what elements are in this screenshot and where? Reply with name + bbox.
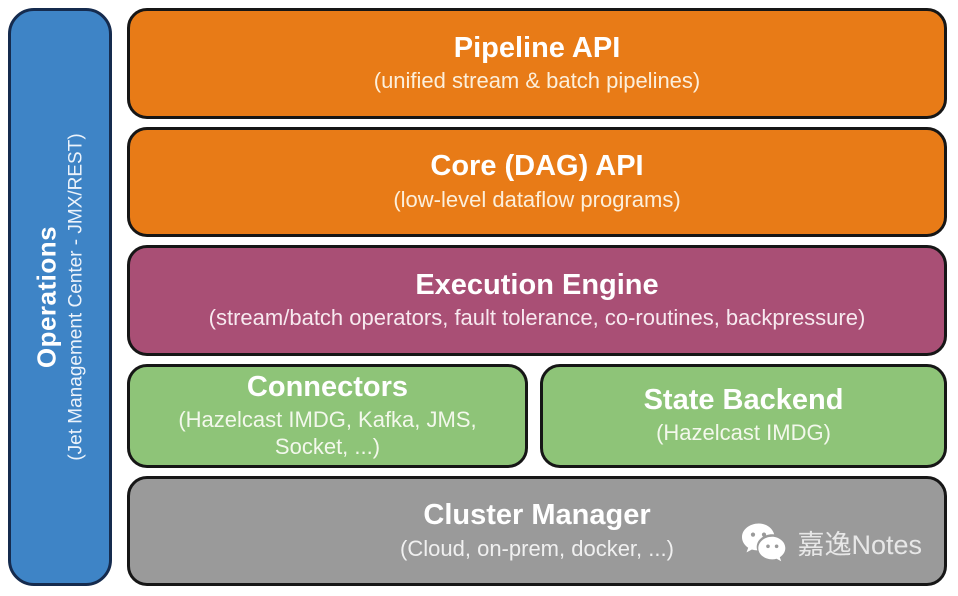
wechat-icon — [740, 522, 788, 563]
layer-subtitle: (low-level dataflow programs) — [393, 186, 681, 212]
layer-subtitle: (stream/batch operators, fault tolerance… — [208, 305, 866, 330]
layer-cluster-manager: Cluster Manager (Cloud, on-prem, docker,… — [127, 475, 947, 586]
operations-sidebar: Operations (Jet Management Center - JMX/… — [8, 8, 112, 586]
watermark-label: 嘉逸Notes — [797, 530, 922, 560]
layer-row-storage: Connectors (Hazelcast IMDG, Kafka, JMS, … — [127, 363, 947, 468]
layer-subtitle: (Cloud, on-prem, docker, ...) — [400, 535, 674, 561]
layer-execution-engine: Execution Engine (stream/batch operators… — [127, 245, 947, 356]
layer-core-dag-api: Core (DAG) API (low-level dataflow progr… — [127, 126, 947, 237]
layer-title: Cluster Manager — [423, 499, 651, 532]
layer-stack: Pipeline API (unified stream & batch pip… — [127, 8, 947, 586]
layer-subtitle: (unified stream & batch pipelines) — [373, 68, 701, 93]
sidebar-subtitle: (Jet Management Center - JMX/REST) — [66, 133, 88, 461]
layer-title: State Backend — [643, 383, 844, 416]
layer-title: Pipeline API — [453, 31, 621, 64]
sidebar-rotated-text: Operations (Jet Management Center - JMX/… — [32, 133, 88, 460]
watermark: 嘉逸Notes — [740, 522, 922, 563]
layer-subtitle: (Hazelcast IMDG, Kafka, JMS, Socket, ...… — [178, 406, 477, 459]
layer-pipeline-api: Pipeline API (unified stream & batch pip… — [127, 8, 947, 119]
layer-title: Connectors — [246, 370, 409, 403]
layer-title: Execution Engine — [415, 268, 659, 301]
layer-title: Core (DAG) API — [430, 150, 644, 183]
layer-subtitle: (Hazelcast IMDG) — [656, 420, 831, 446]
layer-state-backend: State Backend (Hazelcast IMDG) — [540, 363, 947, 468]
sidebar-title: Operations — [32, 225, 63, 369]
layer-connectors: Connectors (Hazelcast IMDG, Kafka, JMS, … — [127, 363, 528, 468]
